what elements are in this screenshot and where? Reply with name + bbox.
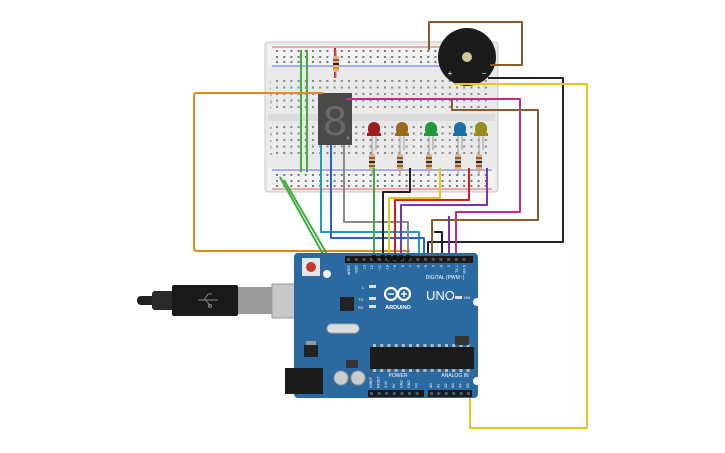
usb-chip bbox=[340, 297, 354, 311]
analog-pin-label: A4 bbox=[459, 383, 463, 388]
wire-endpoints bbox=[372, 255, 410, 260]
led-group bbox=[367, 122, 488, 176]
wire-brown-buzzer bbox=[428, 21, 523, 66]
wire-led-blue bbox=[394, 168, 470, 257]
power-section-label: POWER bbox=[389, 373, 408, 379]
row-letter: e bbox=[270, 125, 273, 130]
led-blue bbox=[453, 122, 467, 150]
power-pin-label: Vin bbox=[415, 383, 419, 388]
digital-pin-label: ~10 bbox=[386, 265, 390, 271]
analog-pin-label: A3 bbox=[451, 383, 455, 388]
digital-pin-label: 13 bbox=[362, 265, 366, 269]
power-jack bbox=[285, 368, 323, 394]
analog-pin-label: A5 bbox=[466, 383, 470, 388]
row-letter: b bbox=[270, 145, 273, 150]
row-letter: a bbox=[270, 151, 273, 156]
digital-pin-label: 2 bbox=[447, 265, 451, 267]
seven-segment-display: 8 bbox=[318, 93, 352, 145]
resistor bbox=[397, 150, 403, 176]
digital-pin-label: RX 0 bbox=[463, 265, 467, 273]
resistor-top bbox=[333, 50, 339, 78]
digital-pin-label: ~6 bbox=[416, 265, 420, 269]
wire-cyan bbox=[320, 145, 420, 257]
buzzer-minus-label: − bbox=[482, 69, 487, 78]
power-header bbox=[368, 390, 424, 397]
led-yellow bbox=[474, 122, 488, 150]
resistor bbox=[476, 150, 482, 176]
wire-magenta bbox=[346, 98, 521, 257]
wire-led-yellow bbox=[400, 168, 488, 257]
led-orange bbox=[395, 122, 409, 150]
wire-pin-short bbox=[434, 231, 443, 257]
digital-pin-label: 12 bbox=[370, 265, 374, 269]
power-pin-label: GND bbox=[407, 380, 411, 388]
row-letter: g bbox=[270, 99, 272, 104]
usb-icon bbox=[198, 293, 218, 308]
wire-led-orange bbox=[382, 168, 411, 257]
wire-blue bbox=[330, 145, 425, 257]
wire-black bbox=[427, 77, 564, 257]
led-red bbox=[367, 122, 381, 150]
led-green bbox=[424, 122, 438, 150]
digital-pin-label: 7 bbox=[409, 265, 413, 267]
wire-orange bbox=[193, 92, 410, 252]
analog-pin-label: A0 bbox=[429, 383, 433, 388]
power-pin-label: GND bbox=[399, 380, 403, 388]
atmega-chip bbox=[370, 347, 474, 369]
power-pin-label: 5V bbox=[392, 383, 396, 388]
row-letter: f bbox=[270, 105, 272, 110]
digital-pin-label: ~9 bbox=[393, 265, 397, 269]
row-letter: d bbox=[270, 132, 272, 137]
digital-section-label: DIGITAL (PWM~) bbox=[426, 275, 465, 281]
reset-button[interactable] bbox=[302, 258, 320, 276]
wire-brown-2 bbox=[431, 100, 539, 257]
power-pin-label: RESET bbox=[377, 375, 381, 388]
digital-pin-label: GND bbox=[355, 265, 359, 274]
digital-pin-label: 4 bbox=[432, 265, 436, 267]
arduino-logo-icon bbox=[383, 286, 412, 302]
analog-pin-label: A1 bbox=[436, 383, 440, 388]
analog-header bbox=[428, 390, 472, 397]
wire-gray bbox=[343, 145, 409, 257]
row-letter: h bbox=[270, 92, 272, 97]
digital-pin-label: ~11 bbox=[378, 265, 382, 271]
arduino-logo-text: ARDUINO bbox=[385, 305, 411, 311]
resistor bbox=[369, 150, 375, 176]
digital-pin-label: 8 bbox=[401, 265, 405, 267]
l-led-label: L bbox=[362, 285, 365, 290]
resistor bbox=[426, 150, 432, 176]
piezo-buzzer: + − bbox=[438, 28, 496, 86]
rx-led-label: RX bbox=[358, 305, 364, 310]
digital-pin-label: ~5 bbox=[424, 265, 428, 269]
analog-section-label: ANALOG IN bbox=[441, 373, 469, 379]
on-led-label: ON bbox=[464, 295, 470, 300]
buzzer-plus-label: + bbox=[448, 69, 453, 78]
analog-pin-label: A2 bbox=[444, 383, 448, 388]
tx-led-label: TX bbox=[358, 297, 363, 302]
wire-yellow-long bbox=[454, 83, 588, 429]
power-pin-label: IOREF bbox=[369, 376, 373, 388]
seven-segment-digit: 8 bbox=[323, 97, 346, 144]
row-letter: i bbox=[270, 86, 271, 91]
resistor bbox=[455, 150, 461, 176]
row-letter: c bbox=[270, 138, 272, 143]
digital-pin-label: ~3 bbox=[439, 265, 443, 269]
digital-pin-label: AREF bbox=[347, 264, 351, 275]
arduino-model-label: UNO bbox=[426, 288, 455, 303]
wire-led-green bbox=[388, 168, 441, 257]
power-pin-label: 3.3V bbox=[384, 380, 388, 388]
digital-pin-label: TX 1 bbox=[455, 265, 459, 273]
row-letter: j bbox=[269, 79, 271, 84]
